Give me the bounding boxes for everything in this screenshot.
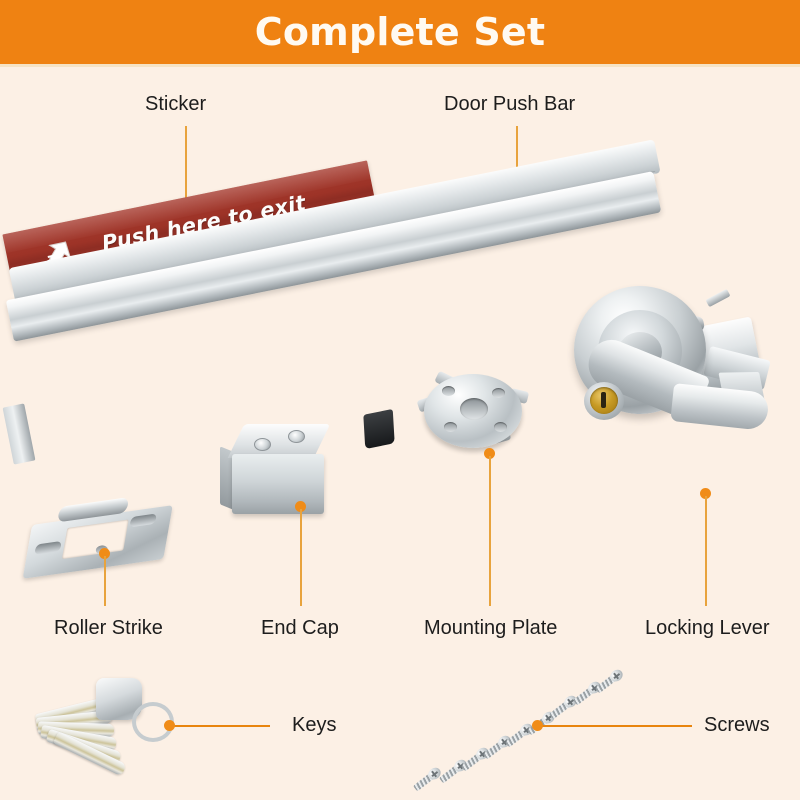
- mounting-plate-hole-2: [492, 388, 505, 398]
- locking-lever-spindle: [705, 288, 731, 308]
- leader-line-keys: [172, 725, 270, 727]
- callout-label-roller-strike: Roller Strike: [54, 617, 163, 639]
- callout-label-mounting-plate: Mounting Plate: [424, 617, 558, 639]
- keys: [26, 672, 196, 790]
- callout-label-locking-lever: Locking Lever: [645, 617, 770, 639]
- push-bar-black-clip: [363, 408, 395, 450]
- leader-line-screws: [540, 725, 692, 727]
- mounting-plate-hole-4: [494, 422, 507, 432]
- locking-lever-tip: [670, 383, 770, 431]
- leader-line-end-cap: [300, 509, 302, 606]
- end-cap-top: [227, 424, 331, 458]
- header-banner: Complete Set: [0, 0, 800, 64]
- callout-label-door-push-bar: Door Push Bar: [444, 93, 576, 115]
- push-bar-left-end: [2, 403, 36, 465]
- leader-dot-screws: [532, 720, 543, 731]
- leader-line-locking-lever: [705, 496, 707, 606]
- callout-label-screws: Screws: [704, 714, 770, 736]
- mounting-plate-hole-1: [442, 386, 455, 396]
- leader-line-roller-strike: [104, 556, 106, 606]
- leader-dot-keys: [164, 720, 175, 731]
- mounting-plate: [416, 368, 530, 460]
- locking-lever: [566, 286, 796, 504]
- header-divider: [0, 64, 800, 67]
- mounting-plate-center-hole: [460, 398, 488, 420]
- leader-line-sticker: [185, 126, 187, 244]
- end-cap: [220, 424, 331, 520]
- leader-dot-end-cap: [295, 501, 306, 512]
- screw-1: [412, 765, 443, 793]
- leader-line-mounting-plate: [489, 456, 491, 606]
- callout-label-end-cap: End Cap: [261, 617, 339, 639]
- roller-strike: [21, 488, 173, 585]
- end-cap-screw-right: [288, 430, 305, 443]
- leader-dot-roller-strike: [99, 548, 110, 559]
- end-cap-screw-left: [254, 438, 271, 451]
- screws: [408, 667, 628, 794]
- leader-dot-locking-lever: [700, 488, 711, 499]
- screw-9: [594, 667, 625, 695]
- leader-dot-mounting-plate: [484, 448, 495, 459]
- page-title: Complete Set: [254, 10, 546, 54]
- locking-lever-keyway: [601, 392, 606, 408]
- callout-label-sticker: Sticker: [145, 93, 207, 115]
- mounting-plate-hole-3: [444, 422, 457, 432]
- end-cap-front: [232, 454, 324, 514]
- callout-label-keys: Keys: [292, 714, 337, 736]
